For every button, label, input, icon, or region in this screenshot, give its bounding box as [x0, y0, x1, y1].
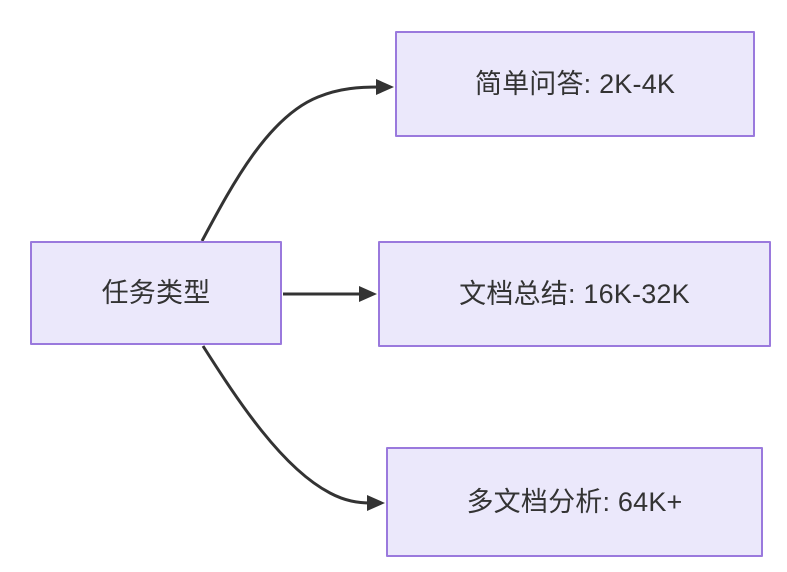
node-multi-doc-analysis-label: 多文档分析: 64K+ [466, 486, 683, 517]
arrowhead-multi-doc [367, 495, 385, 511]
node-doc-summary-label: 文档总结: 16K-32K [459, 278, 690, 309]
edge-root-to-multi-doc-path [201, 345, 372, 505]
node-task-type[interactable]: 任务类型 [30, 241, 282, 345]
arrowhead-doc-summary [359, 286, 377, 302]
edge-root-to-simple-qa-path [200, 85, 381, 242]
node-multi-doc-analysis[interactable]: 多文档分析: 64K+ [386, 447, 763, 557]
node-task-type-label: 任务类型 [101, 277, 211, 308]
edge-root-to-doc-summary [283, 286, 377, 302]
node-simple-qa-label: 简单问答: 2K-4K [474, 68, 676, 99]
arrowhead-simple-qa [376, 79, 394, 95]
edge-root-to-multi-doc [201, 345, 385, 511]
edge-root-to-simple-qa [200, 79, 394, 242]
node-doc-summary[interactable]: 文档总结: 16K-32K [378, 241, 771, 347]
node-simple-qa[interactable]: 简单问答: 2K-4K [395, 31, 755, 137]
